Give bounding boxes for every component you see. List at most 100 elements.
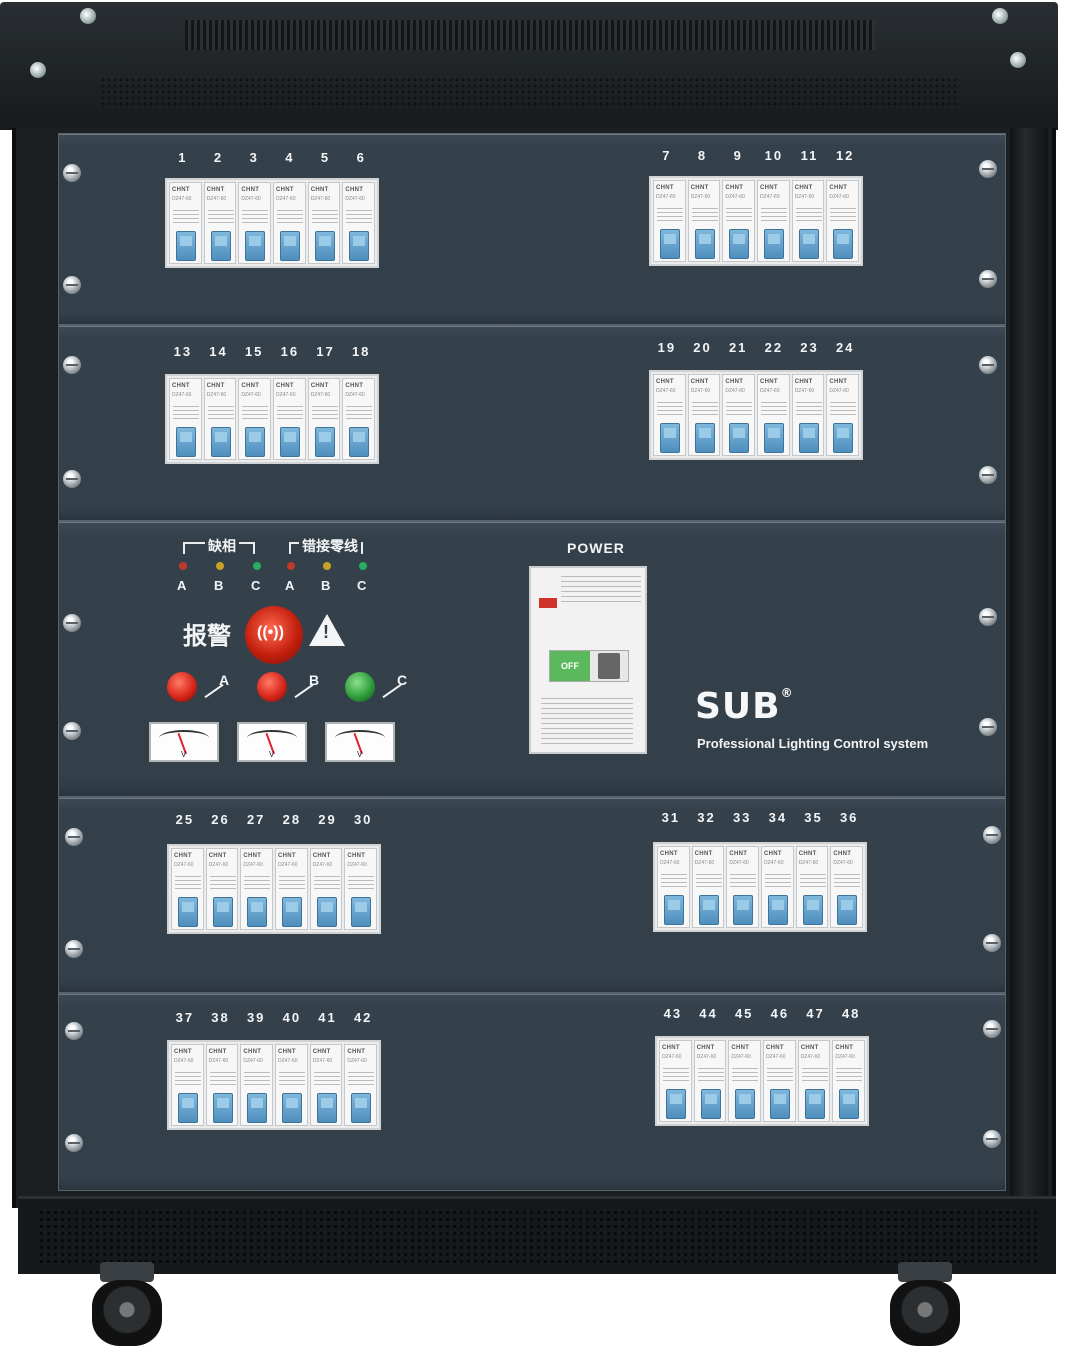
breaker-toggle[interactable]: [316, 1093, 337, 1123]
lamp-label: B: [309, 672, 320, 688]
breaker-toggle[interactable]: [664, 895, 684, 925]
breaker-toggle[interactable]: [768, 895, 789, 925]
channel-number: 5: [320, 150, 331, 165]
breaker-toggle[interactable]: [316, 897, 337, 927]
breaker-model: DZ47-60: [760, 194, 780, 200]
screw-icon: [992, 8, 1008, 24]
cabinet-top: [0, 2, 1058, 130]
breaker-toggle[interactable]: [212, 897, 233, 927]
breaker-toggle[interactable]: [245, 231, 266, 261]
channel-number: 46: [770, 1006, 790, 1021]
breaker-toggle[interactable]: [666, 1089, 686, 1119]
breaker-brand: CHNT: [347, 853, 366, 859]
breaker-toggle[interactable]: [804, 1089, 825, 1119]
breaker-spec-lines: [175, 876, 201, 890]
breaker-model: DZ47-60: [662, 1054, 682, 1060]
breaker-brand: CHNT: [729, 851, 748, 857]
breaker-toggle[interactable]: [764, 423, 785, 453]
breaker-toggle[interactable]: [694, 423, 715, 453]
channel-number: 43: [663, 1006, 683, 1021]
breaker-toggle[interactable]: [210, 427, 231, 457]
breaker-spec-lines: [346, 210, 373, 224]
breaker-toggle[interactable]: [280, 427, 301, 457]
phase-loss-label: 缺相: [205, 536, 239, 556]
breaker-toggle[interactable]: [770, 1089, 791, 1119]
breaker-toggle[interactable]: [282, 897, 303, 927]
breaker-toggle[interactable]: [798, 229, 819, 259]
breaker-toggle[interactable]: [178, 1093, 198, 1123]
breaker-model: DZ47-60: [310, 392, 331, 398]
breaker-toggle[interactable]: [247, 1093, 268, 1123]
breaker-toggle[interactable]: [764, 229, 785, 259]
breaker-spec-lines: [279, 1072, 306, 1086]
switch-lever[interactable]: [598, 653, 620, 679]
breaker-toggle[interactable]: [833, 229, 854, 259]
breaker-brand: CHNT: [278, 853, 296, 859]
breaker-toggle[interactable]: [735, 1089, 756, 1119]
phase-lamp-a: [167, 672, 197, 702]
breaker-toggle[interactable]: [349, 427, 370, 457]
breaker-brand: CHNT: [243, 1049, 262, 1055]
breaker-toggle[interactable]: [837, 895, 858, 925]
voltmeter-c: V: [325, 722, 395, 762]
breaker-toggle[interactable]: [247, 897, 268, 927]
breaker-toggle[interactable]: [660, 229, 680, 259]
breaker-toggle[interactable]: [176, 427, 196, 457]
breaker-model: DZ47-60: [794, 388, 815, 394]
breaker-toggle[interactable]: [210, 231, 231, 261]
breaker-spec-lines: [207, 210, 234, 224]
alarm-siren-button[interactable]: ((•)): [245, 606, 303, 664]
breaker-toggle[interactable]: [282, 1093, 303, 1123]
breaker-toggle[interactable]: [314, 231, 335, 261]
control-panel: 缺相 错接零线 A B C A B C 报警 ((•)) A B C V V V…: [58, 521, 1006, 797]
breaker-toggle[interactable]: [178, 897, 198, 927]
main-power-switch[interactable]: OFF: [549, 650, 629, 682]
breaker-toggle[interactable]: [212, 1093, 233, 1123]
breaker-toggle[interactable]: [314, 427, 335, 457]
breaker-spec-lines: [830, 208, 857, 222]
breaker-model: DZ47-60: [241, 392, 261, 398]
breaker-model: DZ47-60: [312, 862, 333, 868]
breaker-toggle[interactable]: [733, 895, 754, 925]
brand-logo: SUB®: [695, 686, 794, 727]
breaker-toggle[interactable]: [351, 897, 372, 927]
main-power-breaker: OFF: [529, 566, 647, 754]
breaker-toggle[interactable]: [694, 229, 715, 259]
breaker-toggle[interactable]: [280, 231, 301, 261]
channel-number: 7: [662, 148, 672, 163]
cabinet-side-door: [1010, 128, 1048, 1208]
breaker-toggle[interactable]: [839, 1089, 860, 1119]
breaker-toggle[interactable]: [660, 423, 680, 453]
breaker-toggle[interactable]: [729, 423, 750, 453]
breaker-toggle[interactable]: [351, 1093, 372, 1123]
breaker-toggle[interactable]: [833, 423, 854, 453]
screw-icon: [63, 614, 81, 632]
breaker-toggle[interactable]: [349, 231, 370, 261]
breaker-toggle[interactable]: [700, 1089, 721, 1119]
breaker-spec-lines: [767, 1068, 794, 1082]
breaker-model: DZ47-60: [690, 388, 711, 394]
channel-number: 18: [351, 344, 371, 359]
breaker-toggle[interactable]: [176, 231, 196, 261]
breaker-brand: CHNT: [243, 853, 262, 859]
breaker-spec-lines: [173, 210, 199, 224]
breaker-toggle[interactable]: [729, 229, 750, 259]
breaker-toggle[interactable]: [245, 427, 266, 457]
breaker-toggle[interactable]: [798, 423, 819, 453]
breaker-spec-lines: [348, 876, 375, 890]
breaker-toggle[interactable]: [698, 895, 719, 925]
breaker-toggle[interactable]: [802, 895, 823, 925]
